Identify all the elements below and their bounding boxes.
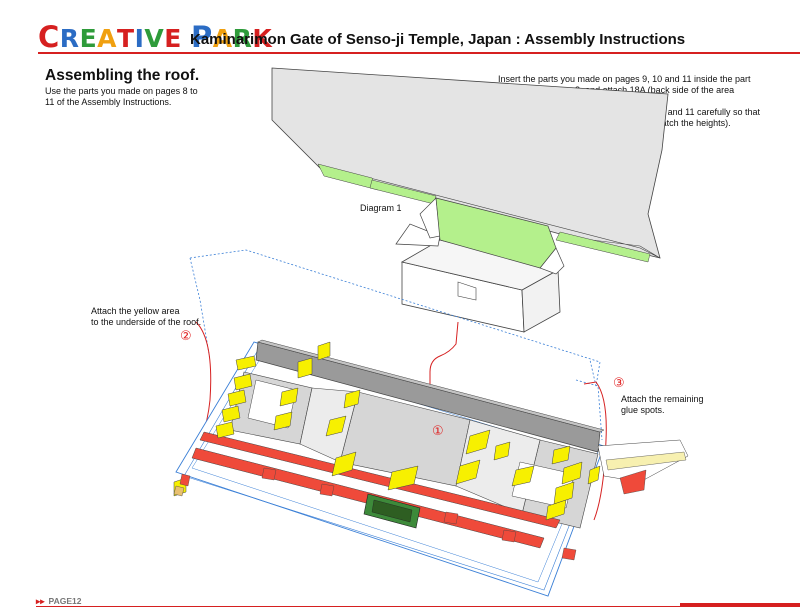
footer-accent-bar [680, 603, 800, 606]
step-2-marker: ② [180, 329, 192, 344]
inner-box-part [395, 197, 565, 333]
logo-letter: C [38, 20, 60, 54]
step-3-marker: ③ [613, 376, 625, 391]
logo-letter: E [164, 24, 182, 53]
logo-letter: A [212, 24, 233, 53]
logo-letter: R [232, 24, 253, 53]
logo-letter: K [252, 24, 273, 53]
diagram-1-roof [271, 67, 669, 263]
creative-park-logo[interactable]: CREATIVE PARK [38, 20, 273, 54]
logo-letter: E [79, 24, 98, 53]
logo-letter: T [117, 24, 135, 53]
page-header: CREATIVE PARK Kaminarimon Gate of Senso-… [0, 0, 800, 56]
section-title: Assembling the roof. [45, 67, 200, 84]
logo-letter: R [59, 24, 80, 53]
diagram-1-label: Diagram 1 [360, 203, 402, 213]
remaining-glue-label-line1: Attach the remaining [621, 394, 704, 404]
logo-letter: A [97, 24, 117, 53]
section-subtitle: Use the parts you made on pages 8 to 11 … [45, 86, 198, 107]
base-assembly [173, 339, 689, 597]
footer-divider [36, 606, 800, 607]
logo-letter: V [144, 24, 165, 53]
step-1-marker: ① [432, 424, 444, 439]
page-number-text: PAGE12 [48, 596, 82, 606]
page-arrow-icon: ▸▸ [36, 596, 45, 606]
page-number: ▸▸PAGE12 [36, 596, 81, 607]
logo-letter: P [191, 20, 213, 54]
document-title: Kaminarimon Gate of Senso-ji Temple, Jap… [190, 31, 686, 48]
yellow-area-label-line1: Attach the yellow area [91, 306, 180, 316]
remaining-glue-label-line2: glue spots. [621, 405, 665, 415]
header-divider [38, 52, 800, 54]
yellow-area-label-line2: to the underside of the roof. [91, 317, 202, 327]
logo-letter: I [134, 24, 145, 53]
